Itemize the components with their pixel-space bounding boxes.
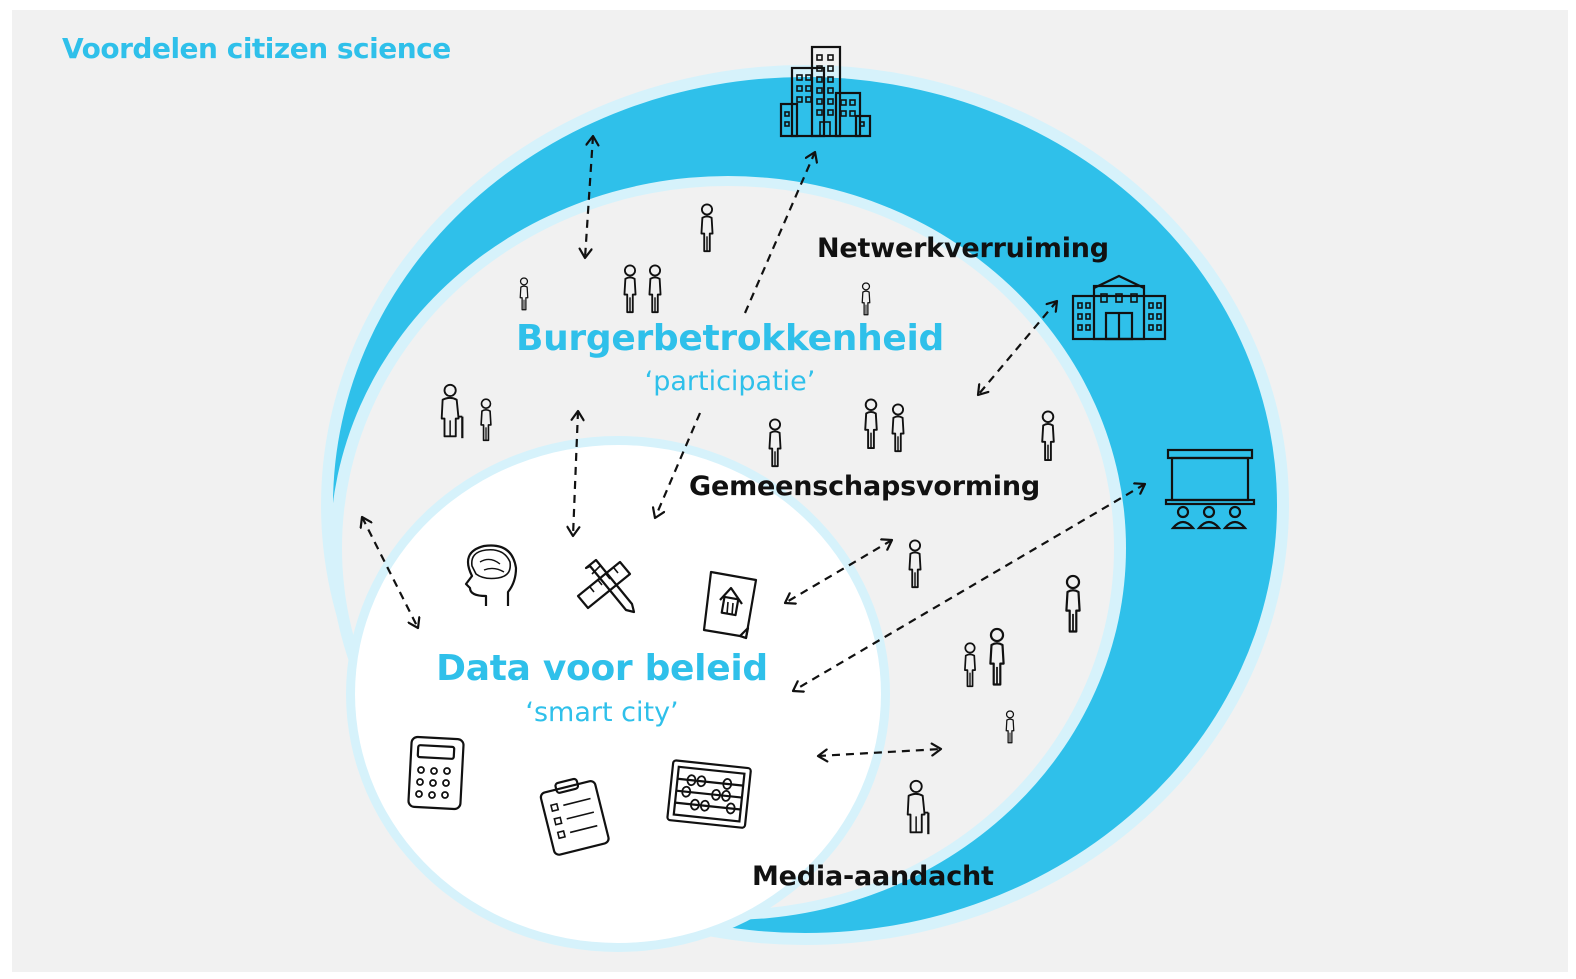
clipboard-checklist-icon (539, 777, 610, 856)
city-buildings-icon (779, 45, 872, 138)
house-document-icon (702, 570, 758, 640)
arrow (655, 412, 702, 518)
pencil-ruler-icon (576, 558, 636, 614)
abacus-icon (666, 759, 752, 829)
page-title: Voordelen citizen science (62, 32, 451, 65)
arrow (818, 749, 941, 756)
benefit-media: Media-aandacht (752, 861, 994, 892)
outer-circle-sublabel: ‘participatie’ (644, 366, 816, 397)
benefit-network: Netwerkverruiming (817, 233, 1109, 264)
benefit-community: Gemeenschapsvorming (689, 471, 1040, 502)
inner-circle-sublabel: ‘smart city’ (525, 697, 679, 728)
arrows (362, 136, 1145, 756)
outer-circle-label: Burgerbetrokkenheid (515, 318, 945, 359)
inner-circle-label: Data voor beleid (436, 648, 768, 689)
town-hall-icon (1071, 274, 1167, 341)
arrow (362, 517, 418, 628)
arrow (978, 301, 1057, 395)
presentation-audience-icon (1164, 448, 1256, 530)
arrow (573, 411, 578, 536)
brain-head-icon (464, 544, 518, 606)
calculator-icon (407, 735, 465, 811)
arrow (743, 152, 815, 314)
arrow (585, 136, 593, 258)
arrow (793, 484, 1145, 691)
